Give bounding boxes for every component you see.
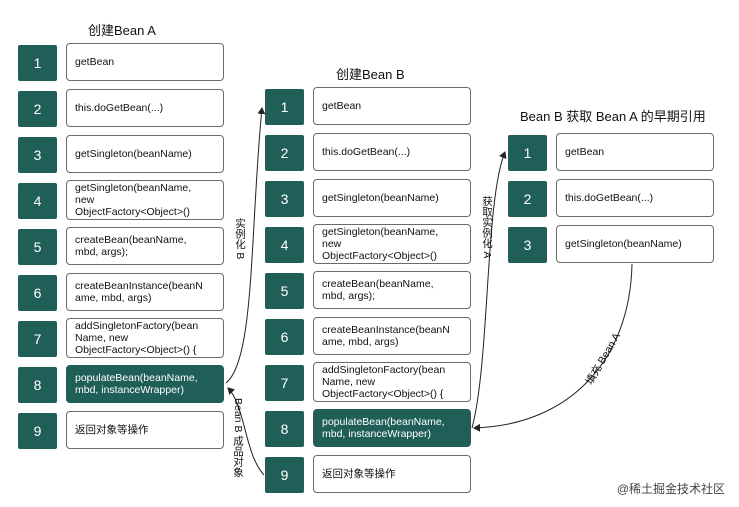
column-b-step-box: getBean [313,87,471,125]
column-a-step-box: 返回对象等操作 [66,411,224,449]
arrow-instantiate-b [225,107,266,384]
column-b-step-num: 4 [265,227,304,263]
column-b-step-num: 5 [265,273,304,309]
column-c-step-box: getSingleton(beanName) [556,225,714,263]
column-a-title: 创建Bean A [88,23,156,38]
column-b-step-num: 2 [265,135,304,171]
column-b-step-num: 3 [265,181,304,217]
column-a-step-box: addSingletonFactory(bean Name, new Objec… [66,318,224,358]
column-b-step-box: createBean(beanName, mbd, args); [313,271,471,309]
column-a-step-box: createBeanInstance(beanN ame, mbd, args) [66,273,224,311]
column-a-step-box: createBean(beanName, mbd, args); [66,227,224,265]
arrow-bean-b-finished [227,387,265,476]
column-c-step-num: 1 [508,135,547,171]
column-a-step-num: 2 [18,91,57,127]
column-b-step-box: createBeanInstance(beanN ame, mbd, args) [313,317,471,355]
column-b-step-box: addSingletonFactory(bean Name, new Objec… [313,362,471,402]
column-a-step-num: 3 [18,137,57,173]
column-b-step-num: 6 [265,319,304,355]
column-b-step-box-highlight: populateBean(beanName, mbd, instanceWrap… [313,409,471,447]
column-a-step-box: getSingleton(beanName) [66,135,224,173]
column-b-title: 创建Bean B [336,67,405,82]
column-b-step-box: getSingleton(beanName) [313,179,471,217]
column-c-title: Bean B 获取 Bean A 的早期引用 [520,109,706,124]
column-b-step-box: this.doGetBean(...) [313,133,471,171]
column-c-step-box: this.doGetBean(...) [556,179,714,217]
label-get-instantiate-a: 获取实例化 A [481,196,493,259]
arrow-get-instantiate-a [471,151,507,429]
column-a-step-num: 6 [18,275,57,311]
column-a-step-num: 9 [18,413,57,449]
label-instantiate-b: 实例化 B [234,218,246,260]
column-a-step-box: getBean [66,43,224,81]
column-c-step-num: 2 [508,181,547,217]
footer-watermark: @稀土掘金技术社区 [616,482,725,496]
column-a-step-box-highlight: populateBean(beanName, mbd, instanceWrap… [66,365,224,403]
column-c-step-num: 3 [508,227,547,263]
column-a-step-num: 4 [18,183,57,219]
arrow-fill-bean-a [473,263,633,432]
column-a-step-num: 5 [18,229,57,265]
column-c-step-box: getBean [556,133,714,171]
column-b-step-num: 9 [265,457,304,493]
column-b-step-box: getSingleton(beanName, new ObjectFactory… [313,224,471,264]
column-b-step-num: 1 [265,89,304,125]
label-bean-b-finished: Bean B 成品对象 [232,398,244,478]
column-a-step-num: 1 [18,45,57,81]
column-a-step-box: getSingleton(beanName, new ObjectFactory… [66,180,224,220]
column-b-step-num: 7 [265,365,304,401]
column-a-step-num: 8 [18,367,57,403]
column-b-step-num: 8 [265,411,304,447]
column-a-step-box: this.doGetBean(...) [66,89,224,127]
column-b-step-box: 返回对象等操作 [313,455,471,493]
column-a-step-num: 7 [18,321,57,357]
